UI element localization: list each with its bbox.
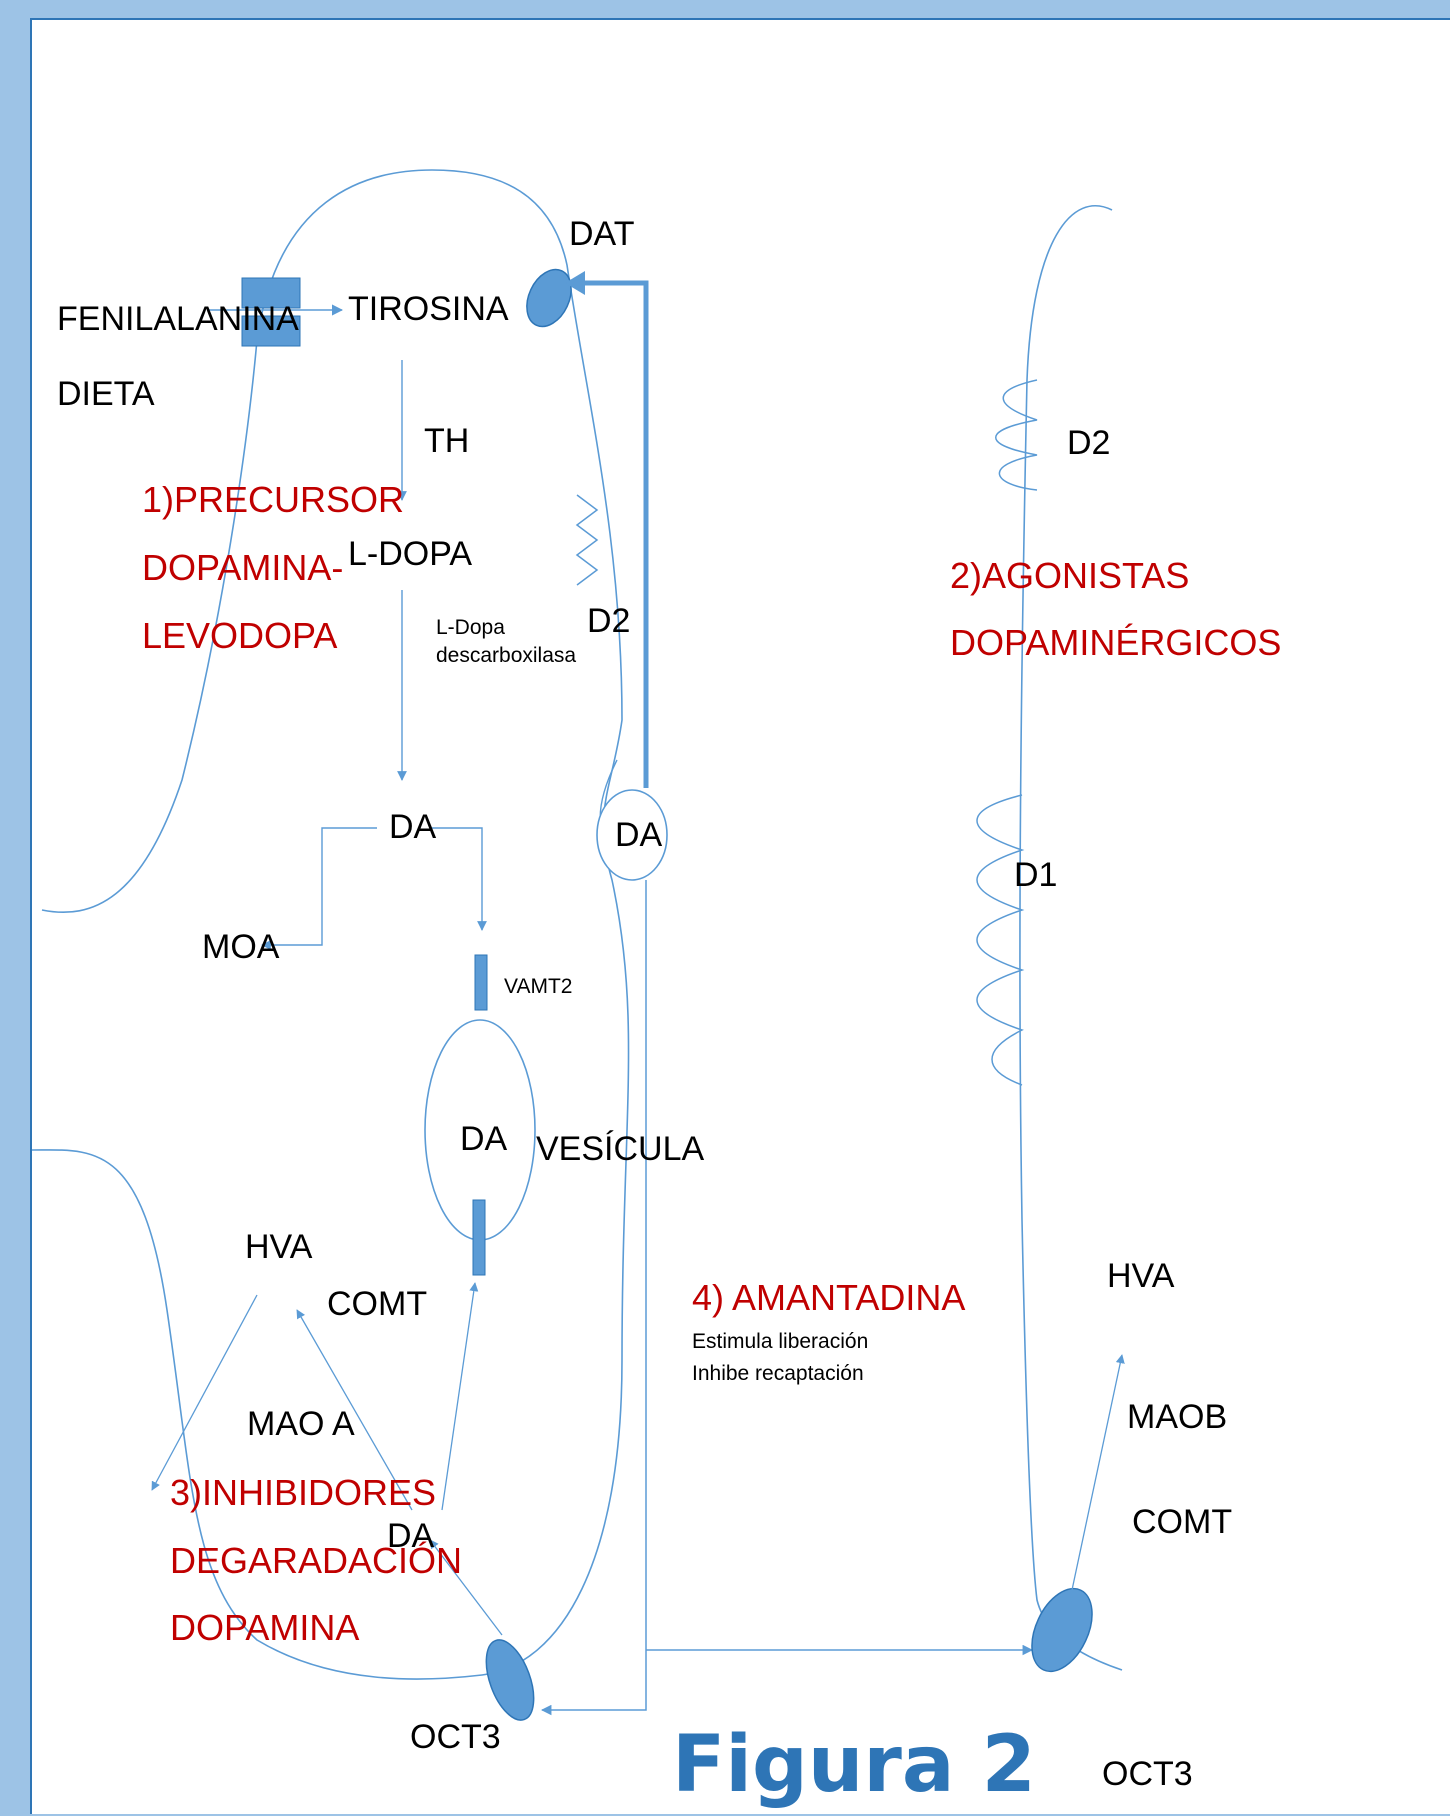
vesicle-release-channel (473, 1200, 485, 1275)
label-maob: MAOB (1127, 1398, 1227, 1436)
label-d2-pre: D2 (587, 602, 630, 640)
inhibidores-line-2: DEGARADACIÓN (170, 1540, 462, 1581)
label-d1-post: D1 (1014, 856, 1057, 894)
label-ldopa: L-DOPA (348, 535, 472, 573)
da-to-vamt2-arrow (432, 828, 482, 930)
agonistas-line-2: DOPAMINÉRGICOS (950, 622, 1281, 663)
label-ldopa-enzyme-1: L-Dopa (436, 616, 505, 639)
label-fenilalanina: FENILALANINA (57, 300, 299, 338)
figure-panel: FENILALANINA DIETA TIROSINA TH L-DOPA DA… (30, 18, 1450, 1814)
label-comt-left: COMT (327, 1285, 427, 1323)
precursor-line-1: 1)PRECURSOR (142, 479, 404, 520)
dopamine-pathway-diagram: FENILALANINA DIETA TIROSINA TH L-DOPA DA… (32, 20, 1450, 1816)
label-oct3-right: OCT3 (1102, 1755, 1193, 1793)
agonistas-line-1: 2)AGONISTAS (950, 555, 1189, 596)
da-to-oct3-left-arrow (542, 880, 646, 1710)
label-hva-right: HVA (1107, 1257, 1175, 1295)
label-dat: DAT (569, 215, 634, 253)
oct3-right-transporter (1020, 1579, 1104, 1681)
inhibidores-line-3: DOPAMINA (170, 1607, 359, 1648)
precursor-line-2: DOPAMINA- (142, 547, 343, 588)
label-vamt2: VAMT2 (504, 975, 572, 998)
amantadina-note-1: Estimula liberación (692, 1330, 868, 1353)
label-moa: MOA (202, 928, 280, 966)
label-th: TH (424, 422, 469, 460)
oct3-to-hva-arrow (1072, 1355, 1122, 1590)
label-ldopa-enzyme-2: descarboxilasa (436, 644, 576, 667)
amantadina-title: 4) AMANTADINA (692, 1277, 965, 1318)
label-da-synapse: DA (615, 816, 663, 854)
label-da-cytoplasm: DA (389, 808, 437, 846)
label-comt-right: COMT (1132, 1503, 1232, 1541)
label-d2-post: D2 (1067, 424, 1110, 462)
label-vesicula: VESÍCULA (536, 1130, 704, 1168)
dat-transporter (518, 262, 580, 333)
label-da-vesicle: DA (460, 1120, 508, 1158)
label-oct3-left: OCT3 (410, 1718, 501, 1756)
d2-presynaptic-receptor (577, 495, 597, 585)
d2-postsynaptic-receptor (996, 380, 1037, 490)
label-tirosina: TIROSINA (348, 290, 509, 328)
precursor-line-3: LEVODOPA (142, 615, 337, 656)
oct3-left-transporter (477, 1634, 543, 1727)
inhibidores-line-1: 3)INHIBIDORES (170, 1472, 436, 1513)
hva-export-arrow (152, 1295, 257, 1490)
d1-postsynaptic-receptor (977, 795, 1022, 1085)
figure-title: Figura 2 (672, 1720, 1036, 1810)
vamt2-transporter (475, 955, 487, 1010)
label-dieta: DIETA (57, 375, 155, 413)
amantadina-note-2: Inhibe recaptación (692, 1362, 864, 1385)
label-mao-a: MAO A (247, 1405, 355, 1443)
da-to-vesicle-arrow (442, 1283, 475, 1510)
label-hva-left: HVA (245, 1228, 313, 1266)
